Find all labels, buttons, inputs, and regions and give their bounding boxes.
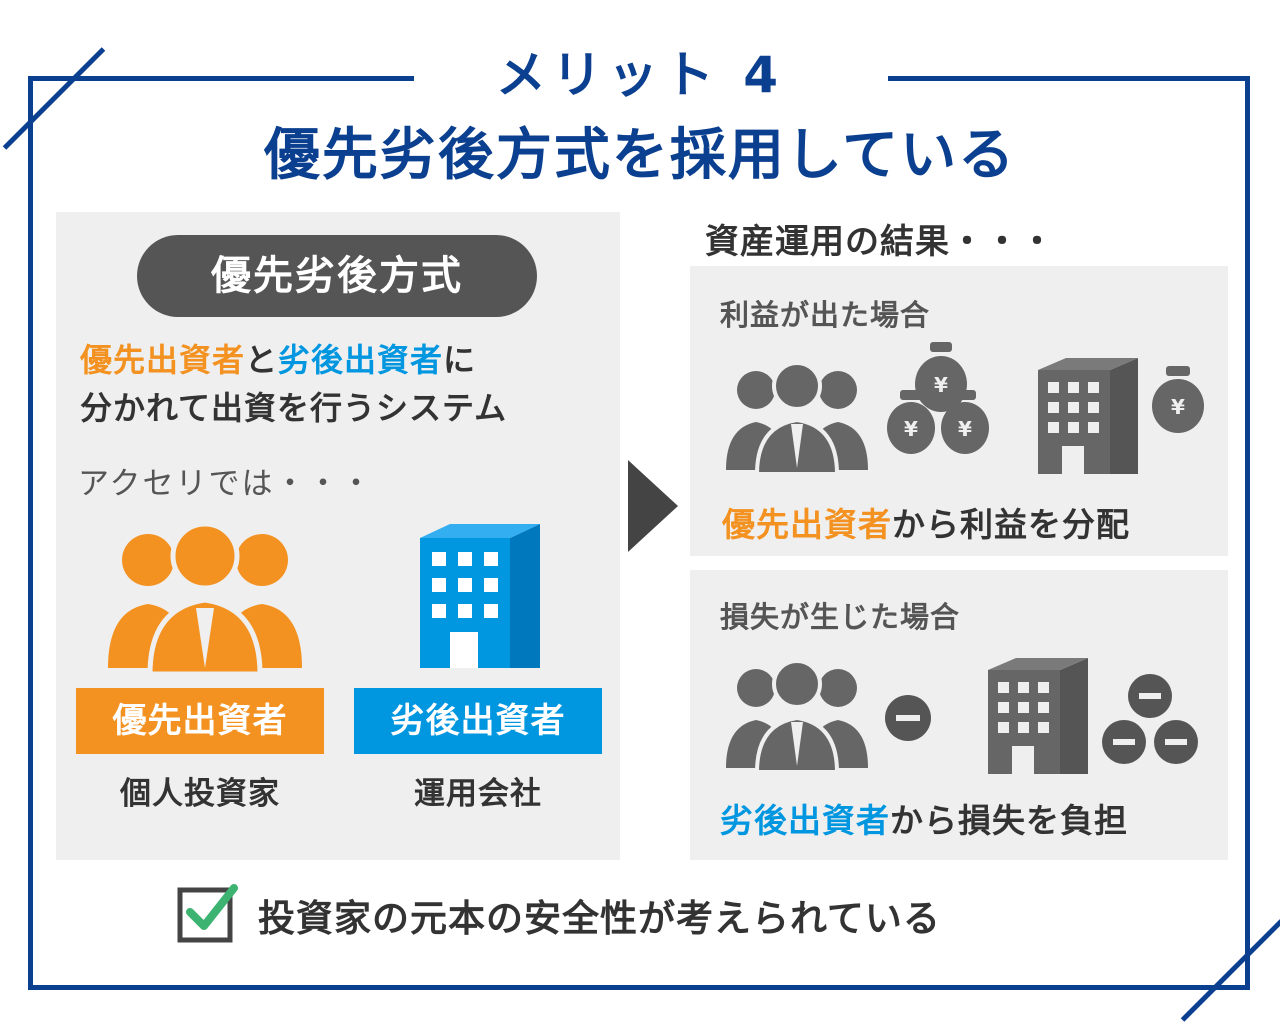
yen-symbol-4: ¥	[1171, 395, 1185, 419]
desc-to: と	[245, 341, 279, 379]
investors-icon	[108, 521, 302, 677]
minus-coins-stack-icon	[1102, 674, 1198, 764]
footer-statement: 投資家の元本の安全性が考えられている	[258, 897, 941, 940]
money-bag-icon: ¥	[1152, 366, 1204, 433]
loss-emph: 劣後出資者	[720, 801, 890, 840]
subordinate-investor-label: 劣後出資者	[354, 688, 602, 754]
profit-emph: 優先出資者	[722, 505, 892, 544]
building-icon-gray-profit	[1038, 358, 1138, 474]
loss-case-box	[690, 570, 1228, 860]
method-pill: 優先劣後方式	[137, 235, 537, 317]
building-icon-gray-loss	[988, 658, 1088, 774]
page-title: 優先劣後方式を採用している	[263, 123, 1017, 188]
desc-ni: に	[443, 341, 477, 379]
minus-coin-icon	[885, 695, 931, 741]
title-merit: メリット 4	[495, 46, 785, 104]
loss-case-title: 損失が生じた場合	[720, 600, 961, 634]
investors-icon-gray-loss	[726, 659, 868, 774]
yen-symbol-3: ¥	[958, 417, 972, 441]
profit-rest: から利益を分配	[892, 505, 1130, 544]
investors-icon-gray-profit	[726, 361, 868, 476]
company-building-icon	[420, 524, 540, 668]
arrow-right-icon	[628, 460, 678, 552]
desc-subordinate: 劣後出資者	[278, 341, 444, 379]
yen-symbol-1: ¥	[934, 373, 948, 397]
loss-case-result: 劣後出資者から損失を負担	[720, 794, 1128, 842]
desc-priority: 優先出資者	[80, 341, 246, 379]
method-description: 優先出資者と劣後出資者に 分かれて出資を行うシステム	[80, 336, 610, 432]
akuseri-label: アクセリでは・・・	[78, 466, 374, 502]
desc-line2: 分かれて出資を行うシステム	[80, 389, 508, 427]
priority-investor-label: 優先出資者	[76, 688, 324, 754]
result-title: 資産運用の結果・・・	[705, 222, 1055, 262]
profit-case-title: 利益が出た場合	[720, 298, 931, 332]
checkbox-checked-icon	[177, 884, 238, 943]
loss-rest: から損失を負担	[890, 801, 1128, 840]
frame-gap	[414, 66, 888, 90]
profit-case-result: 優先出資者から利益を分配	[722, 498, 1130, 546]
priority-investor-sub: 個人投資家	[120, 776, 280, 812]
subordinate-investor-sub: 運用会社	[414, 776, 542, 812]
money-bags-icon: ¥ ¥ ¥	[887, 342, 989, 454]
yen-symbol-2: ¥	[904, 417, 918, 441]
